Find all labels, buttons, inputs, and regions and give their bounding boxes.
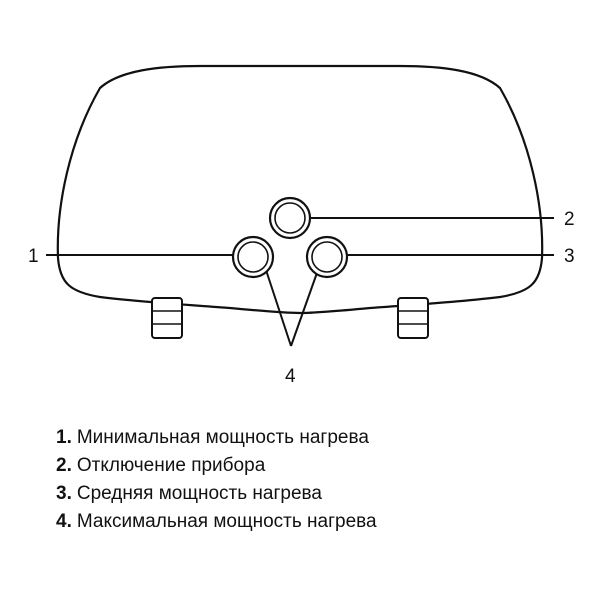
legend-item: 4.Максимальная мощность нагрева	[56, 508, 377, 536]
legend-text: Отключение прибора	[76, 455, 266, 476]
legend-number: 4.	[56, 511, 72, 532]
legend-list: 1.Минимальная мощность нагрева 2.Отключе…	[56, 424, 377, 536]
right-pipe-fitting	[397, 297, 429, 339]
legend-number: 2.	[56, 455, 72, 476]
legend-text: Минимальная мощность нагрева	[76, 427, 369, 448]
callout-label-1: 1	[28, 246, 39, 267]
legend-text: Средняя мощность нагрева	[76, 483, 323, 504]
legend-number: 3.	[56, 483, 72, 504]
heater-body	[56, 64, 544, 315]
knob-top[interactable]	[268, 196, 312, 240]
knob-right[interactable]	[305, 235, 349, 279]
knob-left[interactable]	[231, 235, 275, 279]
leader-line-4a	[265, 269, 292, 347]
legend-text: Максимальная мощность нагрева	[76, 511, 377, 532]
leader-line-4b	[290, 269, 319, 347]
water-heater-diagram: 1 2 3 4	[28, 64, 575, 387]
left-pipe-fitting	[151, 297, 183, 339]
legend-item: 2.Отключение прибора	[56, 452, 377, 480]
callout-label-2: 2	[564, 209, 575, 230]
callout-label-4: 4	[285, 366, 296, 387]
callout-label-3: 3	[564, 246, 575, 267]
legend-item: 1.Минимальная мощность нагрева	[56, 424, 377, 452]
legend-item: 3.Средняя мощность нагрева	[56, 480, 377, 508]
legend-number: 1.	[56, 427, 72, 448]
